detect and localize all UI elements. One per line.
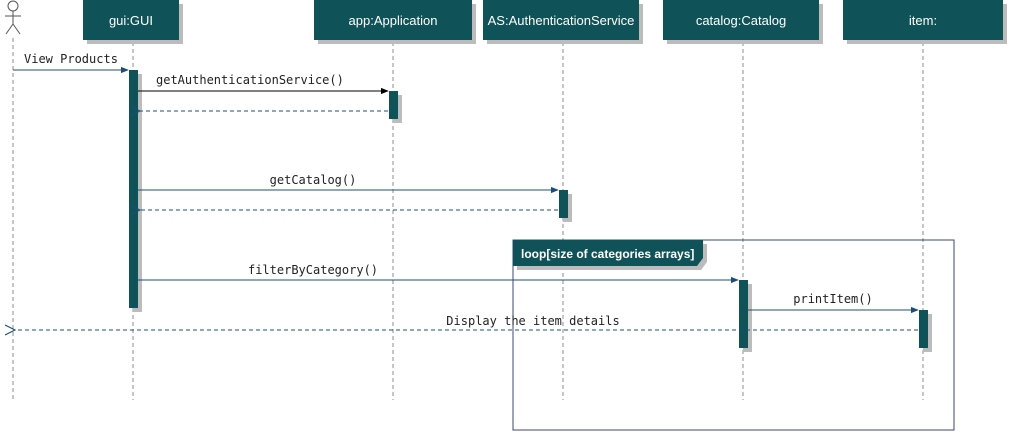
participant-box [843,0,1003,40]
message-view-products: View Products [13,52,129,74]
participant-as: AS:AuthenticationService [483,0,643,44]
actor-stick-figure [5,0,21,35]
message-print-item: printItem() [748,292,919,314]
participant-box [83,0,179,40]
activation-catalog [739,280,752,352]
participant-gui: gui:GUI [83,0,183,44]
activation-app [389,91,402,123]
loop-fragment-label: loop[size of categories arrays] [521,247,694,261]
participant-box [483,0,639,40]
message-label: getCatalog() [270,173,357,187]
participant-label: gui:GUI [109,13,153,28]
participant-label: app:Application [349,13,438,28]
participant-label: item: [909,13,937,28]
message-label: Display the item details [446,314,619,328]
actor-leg-left [5,23,14,35]
activation-bar [129,70,138,308]
message-get-authentication-service: getAuthenticationService() [138,73,389,95]
participant-box [314,0,472,40]
activation-bar [919,310,928,348]
activation-item [919,310,932,352]
loop-fragment: loop[size of categories arrays] [512,239,955,431]
activation-as [559,190,572,222]
actor-leg-right [12,23,21,35]
message-label: getAuthenticationService() [156,73,344,87]
activation-bar [559,190,568,218]
activation-gui [129,70,142,312]
loop-fragment-frame [512,239,955,431]
participant-catalog: catalog:Catalog [663,0,823,44]
activation-bar [389,91,398,119]
message-label: View Products [24,52,118,66]
loop-fragment-label-tab [513,240,703,266]
participant-label: catalog:Catalog [696,13,786,28]
participant-app: app:Application [314,0,476,44]
message-label: printItem() [793,292,872,306]
message-label: filterByCategory() [248,263,378,277]
message-get-catalog: getCatalog() [138,173,559,194]
participant-box [663,0,819,40]
actor-head [7,0,19,12]
participant-label: AS:AuthenticationService [488,13,635,28]
message-display-item-details: Display the item details [15,314,918,330]
activation-bar [739,280,748,348]
participant-item: item: [843,0,1007,44]
message-filter-by-category: filterByCategory() [138,263,739,284]
